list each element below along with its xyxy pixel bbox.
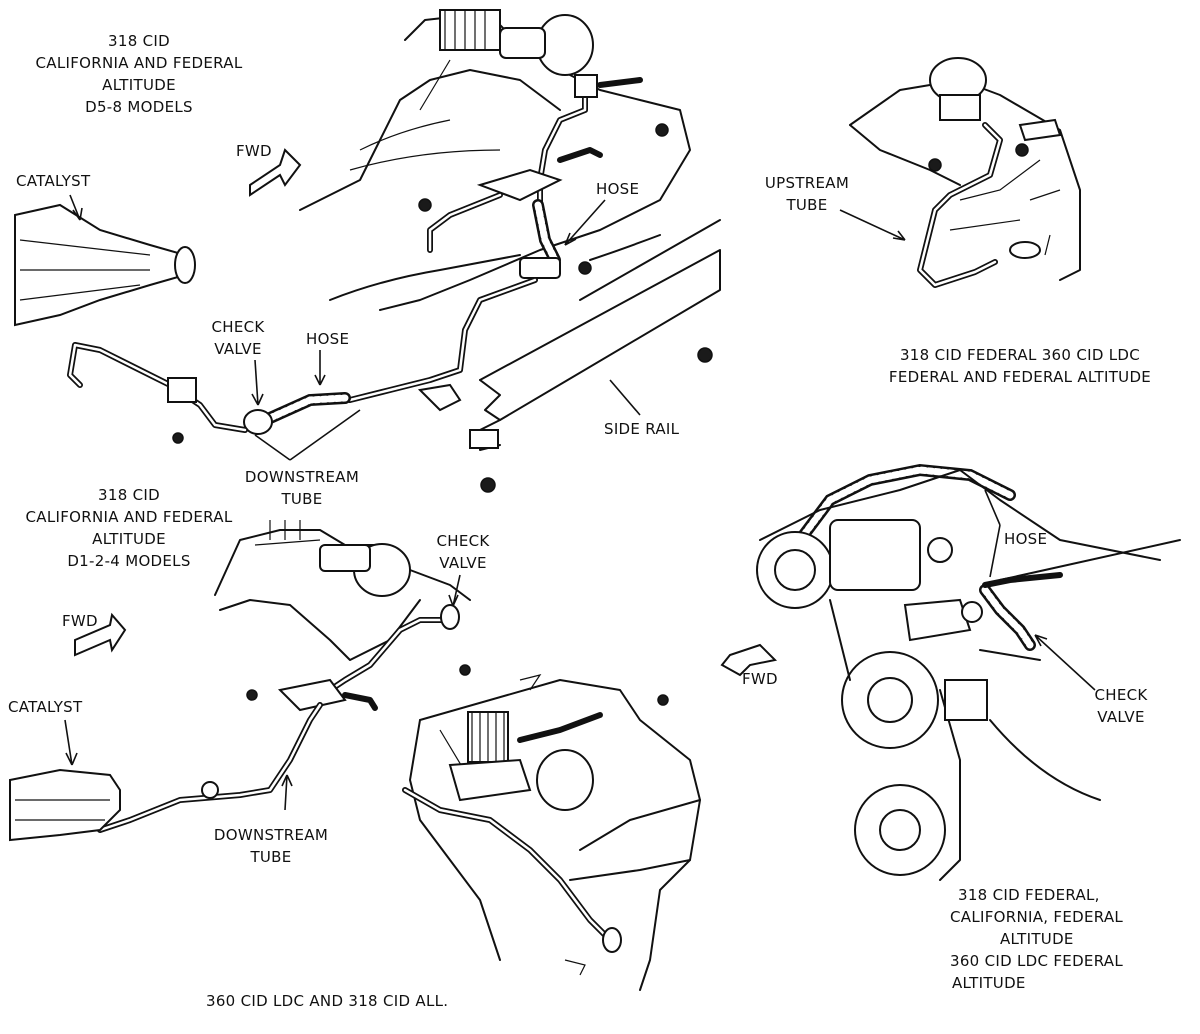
- label-line: DOWNSTREAM: [213, 826, 329, 844]
- bottom-center-engine-drawing: [402, 674, 701, 991]
- caption-line: D1-2-4 MODELS: [67, 552, 191, 570]
- top-left-hose-upper-label: HOSE: [596, 180, 640, 198]
- caption-line: FEDERAL AND FEDERAL ALTITUDE: [888, 368, 1152, 386]
- bottom-center-caption: 360 CID LDC AND 318 CID ALL.: [206, 992, 449, 1010]
- caption-line: ALTITUDE: [102, 76, 176, 94]
- label-line: VALVE: [214, 340, 262, 358]
- top-left-catalyst-label: CATALYST: [16, 172, 91, 190]
- top-left-fwd-label: FWD: [236, 142, 272, 160]
- label-line: VALVE: [439, 554, 487, 572]
- top-right-caption: 318 CID FEDERAL 360 CID LDC FEDERAL AND …: [860, 344, 1180, 388]
- caption-line: ALTITUDE: [92, 530, 166, 548]
- label-line: CHECK: [436, 532, 490, 550]
- middle-left-caption: 318 CID CALIFORNIA AND FEDERAL ALTITUDE …: [4, 484, 254, 572]
- bottom-right-fwd-label: FWD: [742, 670, 778, 688]
- label-line: TUBE: [281, 490, 323, 508]
- caption-line: D5-8 MODELS: [85, 98, 193, 116]
- top-left-caption: 318 CID CALIFORNIA AND FEDERAL ALTITUDE …: [14, 30, 264, 118]
- middle-left-downstream-tube-label: DOWNSTREAM TUBE: [196, 824, 346, 868]
- label-line: TUBE: [786, 196, 828, 214]
- top-right-engine-drawing: [839, 57, 1081, 288]
- caption-line: 318 CID FEDERAL 360 CID LDC: [899, 346, 1141, 364]
- bottom-right-hose-label: HOSE: [1004, 530, 1048, 548]
- bottom-right-check-valve-label: CHECK VALVE: [1076, 684, 1166, 728]
- top-left-side-rail-label: SIDE RAIL: [604, 420, 680, 438]
- label-line: UPSTREAM: [764, 174, 850, 192]
- label-line: VALVE: [1097, 708, 1145, 726]
- caption-line: 360 CID LDC FEDERAL: [950, 952, 1124, 970]
- middle-left-engine-drawing: [9, 520, 471, 842]
- middle-left-catalyst-label: CATALYST: [8, 698, 83, 716]
- top-left-check-valve-label: CHECK VALVE: [198, 316, 278, 360]
- bottom-right-caption: 318 CID FEDERAL, CALIFORNIA, FEDERAL ALT…: [950, 884, 1170, 994]
- middle-left-fwd-label: FWD: [62, 612, 98, 630]
- bottom-right-engine-drawing: [720, 463, 1181, 881]
- caption-line: 318 CID: [98, 486, 160, 504]
- label-line: CHECK: [1094, 686, 1148, 704]
- caption-line: 318 CID: [108, 32, 170, 50]
- caption-line: CALIFORNIA AND FEDERAL: [35, 54, 243, 72]
- top-left-hose-lower-label: HOSE: [306, 330, 350, 348]
- top-right-upstream-tube-label: UPSTREAM TUBE: [752, 172, 862, 216]
- label-line: CHECK: [211, 318, 265, 336]
- top-left-engine-drawing: [14, 9, 721, 493]
- middle-left-check-valve-label: CHECK VALVE: [418, 530, 508, 574]
- caption-line: CALIFORNIA, FEDERAL: [950, 908, 1124, 926]
- top-left-downstream-tube-label: DOWNSTREAM TUBE: [222, 466, 382, 510]
- caption-line: ALTITUDE: [952, 974, 1026, 992]
- caption-line: CALIFORNIA AND FEDERAL: [25, 508, 233, 526]
- label-line: DOWNSTREAM: [244, 468, 360, 486]
- caption-line: ALTITUDE: [1000, 930, 1074, 948]
- caption-line: 318 CID FEDERAL,: [958, 886, 1100, 904]
- label-line: TUBE: [250, 848, 292, 866]
